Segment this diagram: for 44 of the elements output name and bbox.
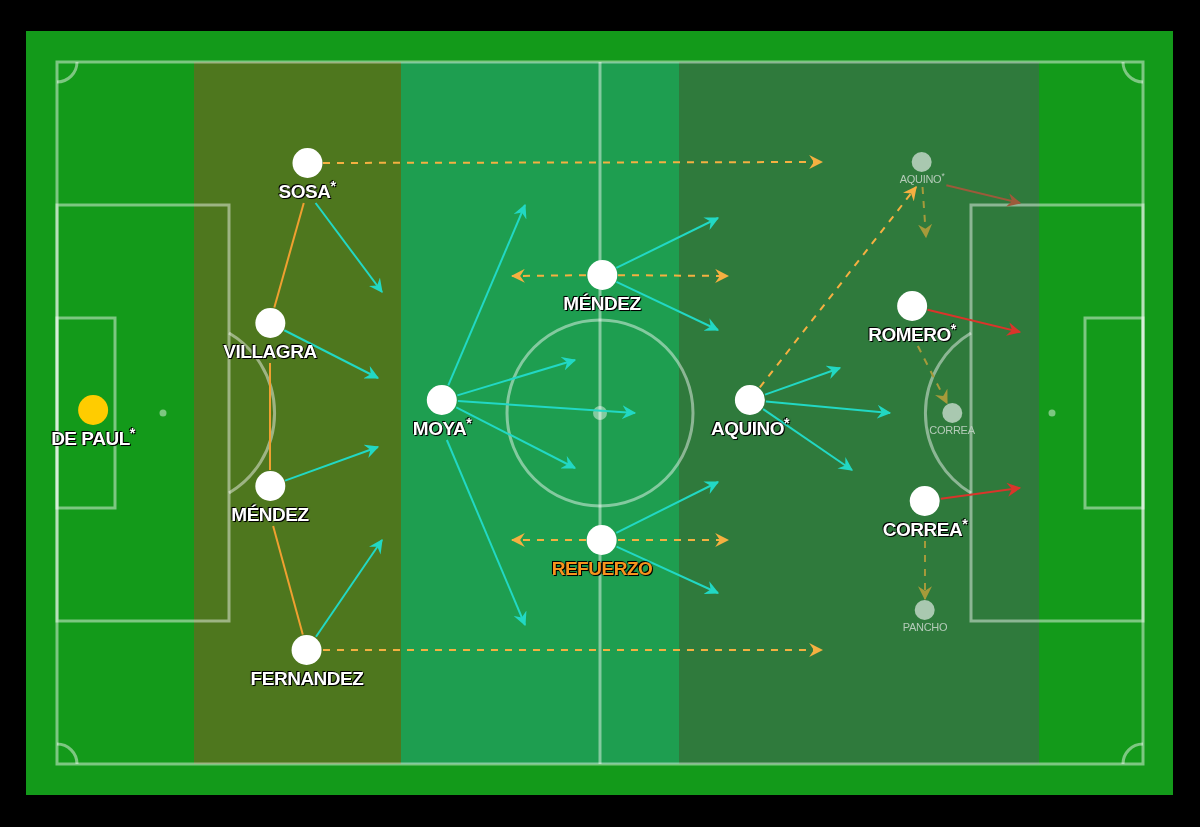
arrow [926, 308, 1022, 336]
arrow [510, 268, 587, 283]
arrow [617, 268, 730, 283]
player-name: AQUINO$^{*}$ [710, 419, 790, 438]
arrow [615, 217, 720, 269]
arrow [315, 539, 383, 638]
arrow [283, 329, 380, 379]
arrow [456, 400, 637, 420]
player-name: AQUINO$^{*}$ [899, 174, 945, 185]
arrow [945, 184, 1022, 207]
arrow [916, 345, 948, 405]
player-name: VILLAGRA [223, 342, 317, 361]
arrow [615, 545, 720, 595]
arrow [322, 643, 824, 657]
player-name: PANCHO [902, 622, 948, 633]
player-name: MÉNDEZ [563, 294, 641, 313]
arrow [758, 186, 918, 389]
player-name: CORREA$^{*}$ [882, 520, 968, 539]
player-name: SOSA$^{*}$ [278, 182, 336, 201]
connector-line [269, 362, 271, 471]
arrow [456, 357, 577, 397]
arrow [314, 202, 383, 293]
arrow [939, 482, 1022, 500]
player-name: ROMERO$^{*}$ [868, 325, 956, 344]
arrow [284, 444, 380, 482]
connector-line [273, 202, 305, 309]
arrow [764, 365, 842, 396]
arrow [615, 280, 720, 331]
arrow [617, 533, 730, 547]
player-name: FERNANDEZ [250, 669, 364, 688]
player-name: REFUERZO [551, 559, 653, 578]
arrow [455, 406, 577, 469]
arrow [615, 481, 720, 534]
player-name: MÉNDEZ [231, 505, 309, 524]
arrow [918, 186, 933, 239]
arrow [510, 533, 587, 547]
arrow [445, 439, 527, 627]
arrow [762, 408, 853, 471]
arrow [918, 540, 932, 601]
arrow [764, 400, 892, 419]
connector-line [272, 525, 304, 636]
arrow [447, 203, 527, 387]
player-name: MOYA$^{*}$ [412, 419, 472, 438]
arrow [322, 155, 824, 169]
